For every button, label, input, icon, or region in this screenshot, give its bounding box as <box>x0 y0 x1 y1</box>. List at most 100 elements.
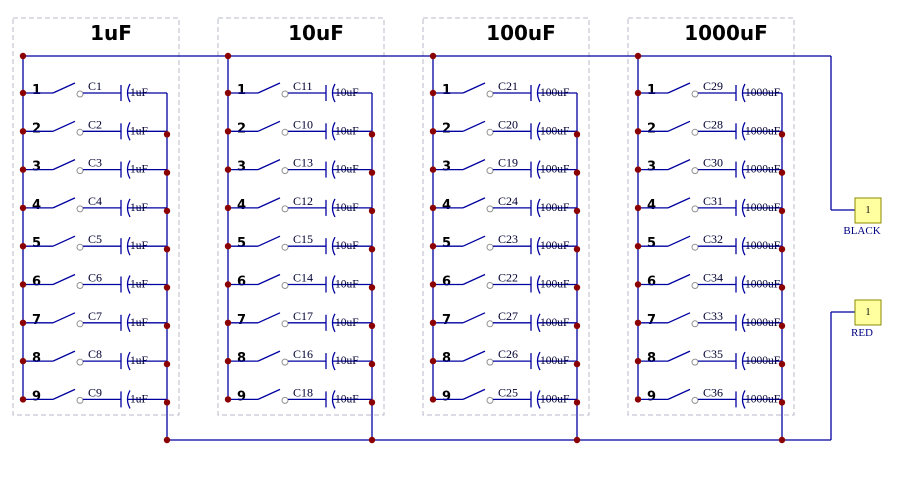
cap-value: 10uF <box>335 355 359 367</box>
cap-value: 10uF <box>335 164 359 176</box>
cap-value: 1000uF <box>745 240 780 252</box>
switch-blade <box>462 273 486 286</box>
switch-contact <box>691 205 699 213</box>
junction-dot <box>429 128 437 135</box>
switch-contact <box>486 205 494 213</box>
bank-frame <box>422 17 590 416</box>
cap-ref: C8 <box>88 347 102 361</box>
cap-ref: C3 <box>88 156 102 170</box>
switch-blade <box>667 159 691 171</box>
terminal-box <box>854 299 882 326</box>
cap-ref: C11 <box>293 79 313 93</box>
cap-value: 1000uF <box>745 393 780 405</box>
switch-blade <box>667 350 691 362</box>
cap-ref: C36 <box>703 385 723 399</box>
bank-title: 10uF <box>288 21 344 45</box>
junction-dot <box>573 169 581 176</box>
switch-contact <box>486 243 494 251</box>
cap-value: 100uF <box>540 355 569 367</box>
cap-ref: C32 <box>703 232 723 246</box>
junction-dots <box>19 52 786 444</box>
bank-row: 3 C30 1000uF <box>638 156 782 179</box>
bank-frame <box>627 17 795 416</box>
cap-value: 100uF <box>540 125 569 137</box>
switch-contact <box>76 90 84 98</box>
cap-ref: C27 <box>498 309 518 323</box>
row-number: 9 <box>442 389 451 404</box>
switch-blade <box>257 312 281 324</box>
terminal-box <box>854 197 882 224</box>
cap-ref: C9 <box>88 385 102 399</box>
junction-dot <box>368 284 376 291</box>
row-number: 4 <box>32 198 41 213</box>
junction-dot <box>634 128 642 135</box>
row-number: 1 <box>237 83 246 98</box>
cap-ref: C28 <box>703 117 723 131</box>
junction-dot <box>163 436 171 444</box>
switch-blade <box>667 82 691 94</box>
switch-contact <box>76 282 84 289</box>
row-number: 7 <box>442 313 451 328</box>
switch-contact <box>76 205 84 213</box>
switch-blade <box>52 350 76 362</box>
cap-value: 100uF <box>540 279 569 291</box>
cap-value: 10uF <box>335 317 359 329</box>
switch-contact <box>281 205 289 213</box>
row-number: 3 <box>32 160 41 175</box>
junction-dot <box>224 52 232 60</box>
junction-dot <box>573 207 581 215</box>
switch-blade <box>257 388 281 400</box>
switch-blade <box>667 120 691 132</box>
junction-dot <box>368 436 376 444</box>
junction-dot <box>429 319 437 326</box>
junction-dot <box>778 322 786 329</box>
cap-value: 100uF <box>540 393 569 405</box>
cap-value: 1000uF <box>745 279 780 291</box>
cap-value: 1000uF <box>745 164 780 176</box>
cap-value: 1uF <box>130 279 148 291</box>
junction-dot <box>778 399 786 406</box>
cap-ref: C30 <box>703 156 723 170</box>
cap-value: 1uF <box>130 355 148 367</box>
cap-ref: C18 <box>293 385 313 399</box>
junction-dot <box>634 396 642 403</box>
switch-blade <box>462 82 486 94</box>
switch-blade <box>257 273 281 286</box>
junction-dot <box>163 131 171 138</box>
switch-contact <box>281 320 289 328</box>
row-number: 3 <box>647 160 656 175</box>
junction-dot <box>163 322 171 329</box>
row-number: 4 <box>237 198 246 213</box>
cap-ref: C4 <box>88 194 102 208</box>
junction-dot <box>224 357 232 365</box>
row-number: 6 <box>32 275 41 290</box>
terminal-label: BLACK <box>843 225 880 237</box>
terminal-pin: 1 <box>866 205 871 216</box>
switch-blade <box>257 350 281 362</box>
switch-blade <box>257 82 281 94</box>
cap-ref: C21 <box>498 79 518 93</box>
cap-ref: C7 <box>88 309 102 323</box>
cap-ref: C31 <box>703 194 723 208</box>
junction-dot <box>368 169 376 176</box>
cap-value: 10uF <box>335 279 359 291</box>
switch-blade <box>52 235 76 247</box>
